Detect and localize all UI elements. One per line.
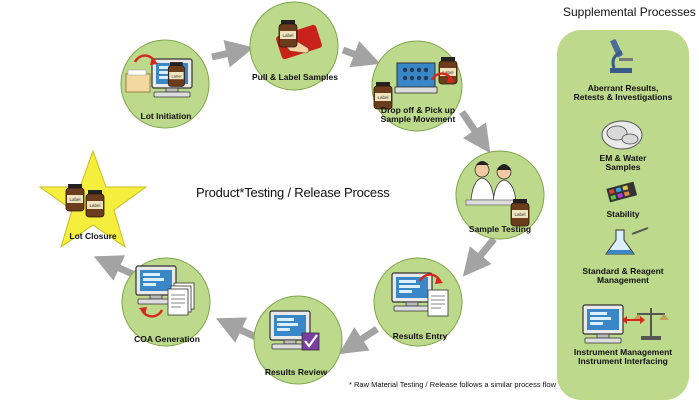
supplemental-title: Supplemental Processes	[563, 5, 696, 19]
microscope-icon	[610, 39, 633, 73]
label-drop-off: Drop off & Pick up Sample Movement	[380, 105, 456, 124]
arrow-coa-to-closure	[93, 255, 139, 281]
flow-arrows	[93, 40, 497, 355]
bottle-icon	[510, 198, 530, 227]
red-double-arrow-icon	[622, 316, 645, 324]
lab-technicians-icon	[465, 161, 527, 206]
diagram-title: Product*Testing / Release Process	[196, 185, 390, 200]
supplemental-label-standard-reagent: Standard & Reagent Management	[582, 266, 664, 286]
arrow-pull-to-dropoff	[341, 41, 381, 68]
step-lot-initiation	[120, 39, 210, 129]
document-icon	[427, 289, 449, 317]
supplemental-label-em-water: EM & Water Samples	[599, 153, 647, 173]
sample-tray-icon	[394, 62, 438, 94]
step-sample-testing	[455, 150, 545, 240]
flask-icon	[605, 227, 649, 255]
label-lot-closure: Lot Closure	[69, 231, 117, 241]
step-drop-off	[371, 40, 463, 132]
checkmark-icon	[301, 332, 320, 351]
arrow-initiation-to-pull	[211, 40, 254, 68]
step-results-review	[253, 295, 343, 385]
label-results-review: Results Review	[264, 367, 328, 377]
label-coa-generation: COA Generation	[134, 334, 200, 344]
supplemental-panel	[557, 30, 689, 400]
footnote: * Raw Material Testing / Release follows…	[349, 380, 557, 389]
step-results-entry	[373, 257, 463, 347]
documents-stack-icon	[167, 282, 195, 316]
sample-tray-icon	[606, 181, 638, 203]
petri-dish-icon	[601, 120, 643, 150]
arrow-entry-to-review	[338, 326, 379, 355]
step-coa-generation	[121, 257, 211, 347]
supplemental-label-instrument: Instrument Management Instrument Interfa…	[573, 347, 673, 367]
arrow-testing-to-entry	[462, 236, 497, 277]
supplemental-label-aberrant: Aberrant Results, Retests & Investigatio…	[573, 83, 673, 103]
label-sample-testing: Sample Testing	[468, 224, 532, 234]
label-pull-label: Pull & Label Samples	[252, 72, 338, 82]
bottle-icon	[85, 189, 105, 218]
arrow-dropoff-to-testing	[459, 110, 491, 154]
folder-icon	[125, 69, 151, 93]
bottle-icon	[167, 61, 185, 87]
label-lot-initiation: Lot Initiation	[140, 111, 192, 121]
bottle-icon	[278, 19, 298, 48]
step-lot-closure	[38, 149, 148, 249]
label-results-entry: Results Entry	[392, 331, 448, 341]
bottle-icon	[65, 183, 85, 212]
arrow-review-to-coa	[215, 317, 260, 343]
supplemental-label-stability: Stability	[606, 209, 640, 219]
step-pull-label	[249, 1, 339, 91]
